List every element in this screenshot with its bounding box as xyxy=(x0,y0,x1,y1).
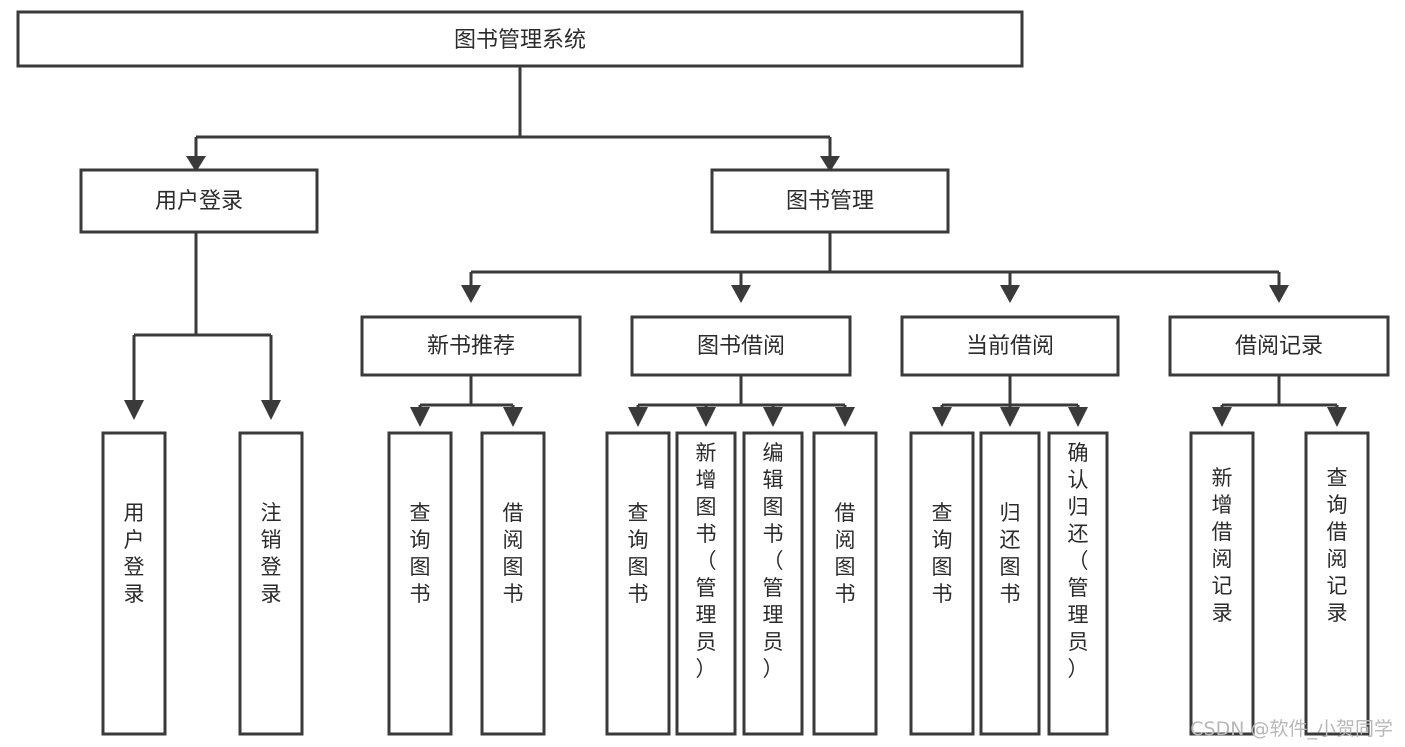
node-current-borrow-box[interactable] xyxy=(900,315,1120,377)
leaf-add-book-label: 新增图书（管理员） xyxy=(696,441,717,681)
arrowhead-book-borrow xyxy=(731,285,751,303)
leaf-query-book-borrow[interactable]: 查询图书 xyxy=(605,431,671,736)
arrowhead-current-borrow xyxy=(1000,285,1020,303)
arrowhead-leaf-borrow-book-2 xyxy=(835,407,855,427)
node-root-box[interactable] xyxy=(16,10,1024,68)
connector-current-borrow-to-leaves xyxy=(940,376,1080,412)
leaf-confirm-return-box[interactable] xyxy=(1047,431,1109,736)
node-borrow-record-box[interactable] xyxy=(1168,315,1390,377)
leaf-query-book-recommend-label: 查询图书 xyxy=(410,501,431,606)
arrowhead-leaf-add-record xyxy=(1212,407,1232,427)
arrowhead-user-login xyxy=(186,156,206,172)
arrowhead-leaf-query-book-3 xyxy=(932,407,952,427)
arrowhead-leaf-query-book-1 xyxy=(410,407,430,427)
node-book-manage[interactable]: 图书管理 xyxy=(710,168,950,234)
leaf-query-borrow-record-box[interactable] xyxy=(1304,431,1370,736)
connector-book-manage-to-level3 xyxy=(469,232,1281,289)
node-new-book-recommend[interactable]: 新书推荐 xyxy=(360,315,582,377)
leaf-user-login[interactable]: 用户登录 xyxy=(101,431,167,736)
connector-new-book-to-leaves xyxy=(418,376,515,412)
leaf-return-book-label: 归还图书 xyxy=(1000,501,1021,606)
leaf-return-book-box[interactable] xyxy=(979,431,1041,736)
arrowhead-new-book xyxy=(461,285,481,303)
leaf-query-borrow-record[interactable]: 查询借阅记录 xyxy=(1304,431,1370,736)
node-user-login[interactable]: 用户登录 xyxy=(79,168,319,234)
leaf-query-book-recommend[interactable]: 查询图书 xyxy=(387,431,453,736)
leaf-query-book-current-label: 查询图书 xyxy=(932,501,953,606)
leaf-query-book-borrow-label: 查询图书 xyxy=(628,501,649,606)
leaf-edit-book-label: 编辑图书（管理员） xyxy=(763,441,784,681)
leaf-logout-box[interactable] xyxy=(238,431,304,736)
connector-root-to-level2 xyxy=(194,66,832,161)
connector-user-login-to-leaves xyxy=(132,232,273,405)
leaf-borrow-book-box[interactable] xyxy=(812,431,878,736)
node-user-login-label: 用户登录 xyxy=(155,189,243,214)
arrowhead-leaf-confirm-return xyxy=(1068,407,1088,427)
arrowhead-borrow-record xyxy=(1269,285,1289,303)
leaf-query-book-borrow-box[interactable] xyxy=(605,431,671,736)
node-book-borrow-box[interactable] xyxy=(630,315,852,377)
leaf-borrow-book[interactable]: 借阅图书 xyxy=(812,431,878,736)
arrowhead-leaf-return-book xyxy=(1000,407,1020,427)
node-new-book-recommend-label: 新书推荐 xyxy=(427,334,515,359)
arrowhead-leaf-user-login xyxy=(124,400,144,420)
leaf-query-book-recommend-box[interactable] xyxy=(387,431,453,736)
leaf-confirm-return[interactable]: 确认归还（管理员） xyxy=(1047,431,1109,736)
arrowhead-book-manage xyxy=(820,156,840,172)
node-book-borrow[interactable]: 图书借阅 xyxy=(630,315,852,377)
leaf-logout[interactable]: 注销登录 xyxy=(238,431,304,736)
leaf-borrow-book-recommend[interactable]: 借阅图书 xyxy=(480,431,546,736)
connector-book-borrow-to-leaves xyxy=(636,376,847,412)
node-borrow-record-label: 借阅记录 xyxy=(1235,334,1323,359)
leaf-query-book-current[interactable]: 查询图书 xyxy=(909,431,975,736)
node-book-manage-box[interactable] xyxy=(710,168,950,234)
leaf-borrow-book-label: 借阅图书 xyxy=(835,501,856,606)
leaf-user-login-box[interactable] xyxy=(101,431,167,736)
node-user-login-box[interactable] xyxy=(79,168,319,234)
node-borrow-record[interactable]: 借阅记录 xyxy=(1168,315,1390,377)
leaf-edit-book[interactable]: 编辑图书（管理员） xyxy=(742,431,804,736)
leaf-add-borrow-record[interactable]: 新增借阅记录 xyxy=(1189,431,1255,736)
leaf-borrow-book-recommend-label: 借阅图书 xyxy=(503,501,524,606)
leaf-user-login-label: 用户登录 xyxy=(124,501,145,606)
node-new-book-recommend-box[interactable] xyxy=(360,315,582,377)
connector-layer xyxy=(124,66,1347,427)
node-book-borrow-label: 图书借阅 xyxy=(697,334,785,359)
arrowhead-leaf-query-book-2 xyxy=(628,407,648,427)
node-book-manage-label: 图书管理 xyxy=(786,189,874,214)
arrowhead-leaf-edit-book xyxy=(763,407,783,427)
node-root-label: 图书管理系统 xyxy=(454,28,586,53)
node-root[interactable]: 图书管理系统 xyxy=(16,10,1024,68)
leaf-add-book[interactable]: 新增图书（管理员） xyxy=(675,431,737,736)
leaf-return-book[interactable]: 归还图书 xyxy=(979,431,1041,736)
arrowhead-leaf-logout xyxy=(261,400,281,420)
leaf-query-book-current-box[interactable] xyxy=(909,431,975,736)
node-current-borrow-label: 当前借阅 xyxy=(966,334,1054,359)
leaf-confirm-return-label: 确认归还（管理员） xyxy=(1068,441,1089,681)
arrowhead-leaf-query-record xyxy=(1327,407,1347,427)
arrowhead-leaf-add-book xyxy=(696,407,716,427)
leaf-add-borrow-record-box[interactable] xyxy=(1189,431,1255,736)
leaf-borrow-book-recommend-box[interactable] xyxy=(480,431,546,736)
leaf-edit-book-box[interactable] xyxy=(742,431,804,736)
connector-borrow-record-to-leaves xyxy=(1220,376,1339,412)
node-current-borrow[interactable]: 当前借阅 xyxy=(900,315,1120,377)
leaf-logout-label: 注销登录 xyxy=(261,501,282,606)
leaf-add-book-box[interactable] xyxy=(675,431,737,736)
leaf-add-borrow-record-label: 新增借阅记录 xyxy=(1212,466,1233,625)
leaf-query-borrow-record-label: 查询借阅记录 xyxy=(1327,466,1348,625)
arrowhead-leaf-borrow-book-1 xyxy=(503,407,523,427)
